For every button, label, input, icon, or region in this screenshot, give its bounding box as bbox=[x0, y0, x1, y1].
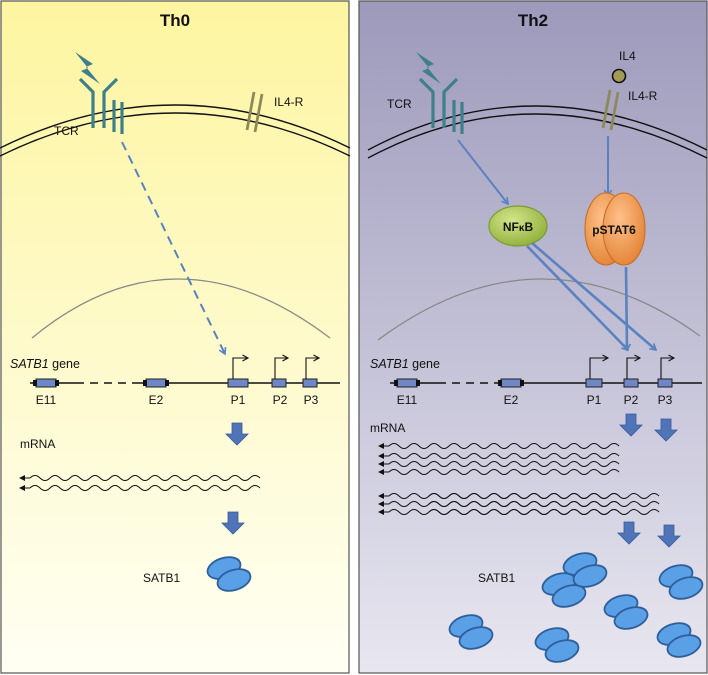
promoter-arrow-p3 bbox=[660, 354, 676, 379]
panel-th2-title: Th2 bbox=[518, 11, 548, 30]
nfkb-label-prefix: NF bbox=[503, 220, 519, 234]
lightning-icon bbox=[416, 52, 441, 84]
promoter-arrow-p1 bbox=[589, 354, 610, 379]
panel-th0: Th0 TCR IL4-R SATB1 gene bbox=[0, 0, 351, 674]
nuclear-membrane bbox=[377, 278, 701, 341]
cell-membrane-inner bbox=[367, 113, 708, 159]
mrna-transcripts bbox=[19, 475, 261, 491]
cell-membrane-inner bbox=[0, 112, 351, 157]
gene-locus bbox=[30, 354, 340, 388]
nfkb-label-suffix: B bbox=[524, 220, 533, 234]
tcr-receptor bbox=[418, 77, 464, 134]
panel-th2-background bbox=[358, 0, 708, 674]
exon-p1 bbox=[585, 378, 603, 388]
tf-binding-arrows bbox=[526, 242, 658, 352]
promoter-arrow-p1 bbox=[232, 354, 250, 379]
satb1-protein-label: SATB1 bbox=[478, 571, 515, 585]
exon-p2 bbox=[623, 378, 639, 388]
exon-label-p3: P3 bbox=[658, 393, 673, 407]
exon-e2 bbox=[145, 378, 167, 388]
gene-name: SATB1 bbox=[10, 357, 49, 371]
gene-label: SATB1 gene bbox=[370, 357, 440, 371]
exon-label-p1: P1 bbox=[231, 393, 246, 407]
gene-suffix: gene bbox=[409, 357, 440, 371]
promoter-arrow-p2 bbox=[626, 354, 642, 379]
satb1-protein-label: SATB1 bbox=[143, 571, 180, 585]
pstat6-factor: pSTAT6 bbox=[584, 192, 646, 266]
exon-p1 bbox=[227, 378, 249, 388]
exon-label-p2: P2 bbox=[273, 393, 288, 407]
exon-e11 bbox=[35, 378, 57, 388]
exon-label-p3: P3 bbox=[304, 393, 319, 407]
panel-th2: Th2 TCR IL4 IL4-R NF bbox=[358, 0, 708, 674]
gene-label: SATB1 gene bbox=[10, 357, 80, 371]
pstat6-label: pSTAT6 bbox=[592, 223, 636, 237]
promoter-arrow-p2 bbox=[274, 354, 290, 379]
il4r-label: IL4-R bbox=[274, 95, 304, 109]
gene-name: SATB1 bbox=[370, 357, 409, 371]
mrna-label: mRNA bbox=[20, 437, 55, 451]
mrna-transcripts-group-1 bbox=[378, 443, 620, 475]
mrna-transcripts-group-2 bbox=[378, 493, 660, 515]
exon-p2 bbox=[271, 378, 287, 388]
lightning-icon bbox=[75, 52, 100, 84]
il4-label: IL4 bbox=[619, 49, 636, 63]
cell-membrane-outer bbox=[0, 104, 351, 149]
promoter-arrow-p3 bbox=[305, 354, 321, 379]
exon-e2 bbox=[500, 378, 522, 388]
exon-label-e2: E2 bbox=[149, 393, 164, 407]
tcr-label: TCR bbox=[54, 124, 79, 138]
exon-label-e2: E2 bbox=[504, 393, 519, 407]
exon-label-p2: P2 bbox=[624, 393, 639, 407]
exon-label-e11: E11 bbox=[36, 393, 57, 407]
tcr-label: TCR bbox=[387, 97, 412, 111]
il4r-receptor bbox=[245, 91, 264, 133]
cell-membrane-outer bbox=[367, 105, 708, 151]
exon-label-e11: E11 bbox=[397, 393, 418, 407]
exon-p3 bbox=[302, 378, 318, 388]
nfkb-label-kappa: κ bbox=[519, 223, 525, 234]
gene-suffix: gene bbox=[49, 357, 80, 371]
tcr-receptor bbox=[78, 77, 124, 134]
tcr-signal-dashed-arrow bbox=[121, 141, 227, 356]
il4r-label: IL4-R bbox=[628, 89, 658, 103]
panel-th0-title: Th0 bbox=[160, 11, 190, 30]
exon-label-p1: P1 bbox=[587, 393, 602, 407]
nuclear-membrane bbox=[31, 278, 331, 339]
mrna-label: mRNA bbox=[370, 421, 405, 435]
exon-p3 bbox=[657, 378, 673, 388]
nfkb-label: NFκB bbox=[503, 220, 534, 234]
gene-locus bbox=[390, 354, 702, 388]
nfkb-factor: NFκB bbox=[488, 205, 548, 247]
il4r-receptor bbox=[601, 89, 620, 131]
exon-e11 bbox=[396, 378, 418, 388]
tcr-to-nfkb-arrow bbox=[457, 139, 509, 206]
il4-ligand bbox=[611, 68, 627, 84]
